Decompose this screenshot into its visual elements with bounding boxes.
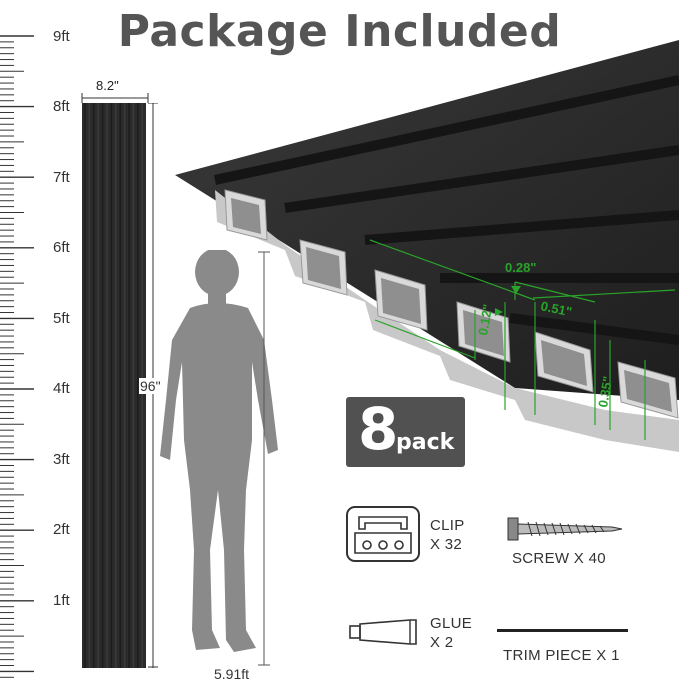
wall-panel-image [82,103,146,668]
person-silhouette [160,250,278,652]
screw-item-label: SCREW X 40 [512,550,606,567]
height-ruler: 9ft 8ft 7ft 6ft 5ft 4ft 3ft 2ft 1ft [0,0,70,685]
glue-tube-icon [349,619,417,645]
panel-width-indicator [81,93,149,103]
pack-count-word: pack [396,430,455,455]
ruler-label-6ft: 6ft [53,239,70,256]
clip-qty: X 32 [430,536,463,553]
slat-cross-section-image: 0.28" 0.51" 0.12" 0.35" [175,40,679,452]
clip-icon [346,506,420,562]
ruler-label-5ft: 5ft [53,310,70,327]
clip-item-label: CLIP X 32 [430,516,465,554]
ruler-label-7ft: 7ft [53,169,70,186]
ruler-label-9ft: 9ft [53,28,70,45]
panel-height-label: 96" [139,378,162,394]
dim-label-d: 0.35" [595,375,615,409]
ruler-label-2ft: 2ft [53,521,70,538]
screw-icon [507,517,623,541]
dim-label-b: 0.51" [539,298,573,319]
person-height-label: 5.91ft [214,666,250,682]
ruler-ticks [0,35,34,678]
glue-name: GLUE [430,615,473,632]
ruler-label-3ft: 3ft [53,451,70,468]
panel-width-label: 8.2" [96,78,119,93]
glue-qty: X 2 [430,634,454,651]
trim-item-label: TRIM PIECE X 1 [503,647,620,664]
clip-name: CLIP [430,517,465,534]
page-title: Package Included [117,6,562,57]
dim-label-c: 0.12" [475,303,495,337]
dim-label-a: 0.28" [505,260,536,275]
ruler-label-8ft: 8ft [53,98,70,115]
person-height-indicator [258,251,270,666]
glue-item-label: GLUE X 2 [430,614,472,652]
pack-count-badge: 8 pack [346,395,465,467]
ruler-label-1ft: 1ft [53,592,70,609]
pack-count-number: 8 [358,395,399,463]
ruler-label-4ft: 4ft [53,380,70,397]
trim-piece-icon [497,629,628,632]
